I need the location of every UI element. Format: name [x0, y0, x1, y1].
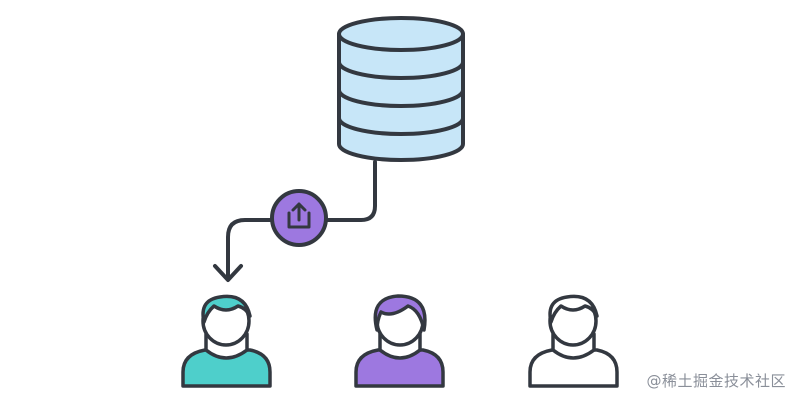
database-icon: [337, 16, 465, 162]
watermark-text: @稀土掘金技术社区: [646, 372, 786, 390]
user-purple-icon: [354, 294, 445, 388]
user-teal-icon: [181, 294, 272, 388]
user-white-icon: [528, 294, 619, 388]
arrow-down-icon: [213, 264, 243, 282]
upload-icon: [270, 189, 328, 247]
